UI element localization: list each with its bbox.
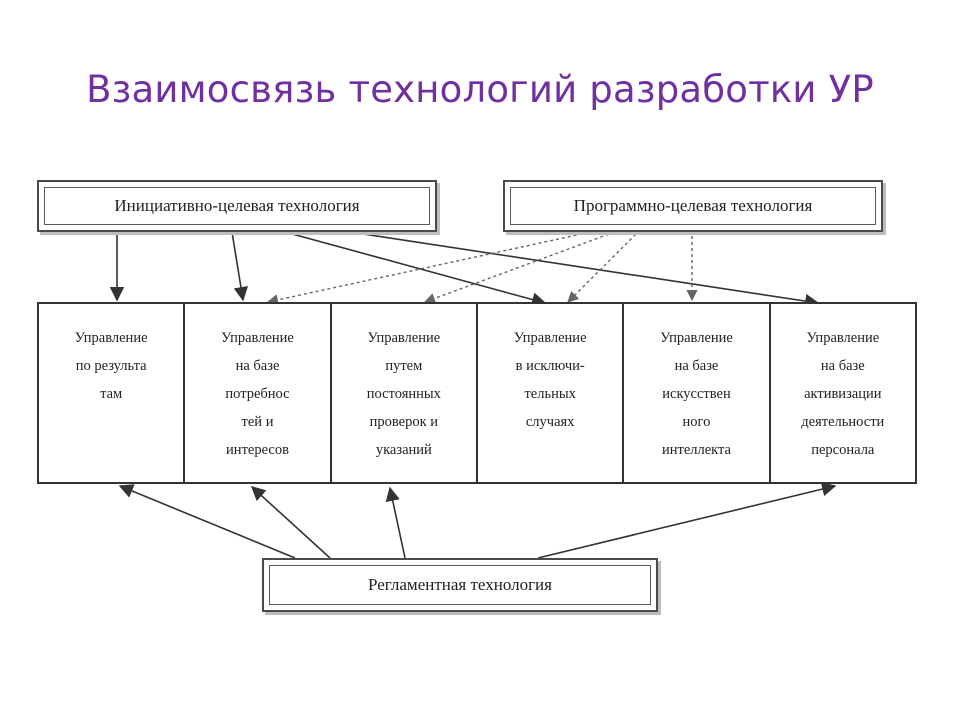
cell-line: на базе: [674, 358, 719, 374]
cell-exceptions: Управление в исключи- тельных случаях: [478, 304, 625, 482]
regulatory-technology-label: Регламентная технология: [269, 565, 651, 605]
cell-line: интересов: [226, 442, 289, 458]
cell-line: Управление: [221, 330, 294, 346]
initiative-target-technology-box: Инициативно-целевая технология: [37, 180, 437, 232]
cell-line: Управление: [74, 330, 148, 346]
cell-line: на базе: [820, 358, 865, 374]
cell-checks-instructions: Управление путем постоянных проверок и у…: [332, 304, 478, 482]
cell-artificial-intelligence: Управление на базе искусствен ного интел…: [624, 304, 771, 482]
cell-line: Управление: [367, 330, 441, 346]
cell-line: искусствен: [662, 386, 731, 402]
regulatory-technology-box: Регламентная технология: [262, 558, 658, 612]
arrow-initiative-to-exceptions: [284, 231, 547, 307]
cell-line: ного: [682, 414, 711, 430]
arrow-program-to-needs: [266, 229, 601, 306]
cell-line: тельных: [524, 386, 576, 402]
cell-line: на базе: [235, 358, 280, 374]
cell-line: интеллекта: [661, 442, 731, 458]
slide-title: Взаимосвязь технологий разработки УР: [86, 68, 874, 111]
cell-line: Управление: [660, 330, 733, 346]
cell-line: случаях: [525, 414, 575, 430]
program-target-technology-box: Программно-целевая технология: [503, 180, 883, 232]
cell-line: путем: [385, 358, 423, 374]
arrow-initiative-to-needs: [231, 231, 249, 302]
arrow-regulatory-to-needs: [250, 486, 331, 559]
cell-line: деятельности: [801, 414, 885, 430]
cell-line: по результа: [75, 358, 147, 374]
program-target-technology-label: Программно-целевая технология: [510, 187, 876, 225]
cell-staff-activation: Управление на базе активизации деятельно…: [771, 304, 915, 482]
cell-line: указаний: [375, 442, 432, 458]
management-methods-row: Управление по результа там Управление на…: [37, 302, 917, 484]
cell-line: в исключи-: [515, 358, 585, 374]
cell-line: Управление: [806, 330, 880, 346]
cell-line: проверок и: [369, 414, 439, 430]
initiative-target-technology-label: Инициативно-целевая технология: [44, 187, 430, 225]
arrow-program-to-exceptions: [567, 229, 641, 303]
arrow-regulatory-to-checks: [385, 486, 406, 559]
cell-line: Управление: [513, 330, 587, 346]
cell-line: постоянных: [366, 386, 441, 402]
cell-results: Управление по результа там: [39, 304, 186, 482]
arrow-initiative-to-staff: [349, 231, 820, 309]
cell-line: там: [100, 386, 123, 402]
cell-needs-interests: Управление на базе потребнос тей и интер…: [185, 304, 332, 482]
arrow-regulatory-to-staff: [537, 482, 837, 559]
cell-line: персонала: [811, 442, 875, 458]
arrow-program-to-checks: [423, 229, 621, 304]
cell-line: активизации: [804, 386, 882, 402]
cell-line: потребнос: [225, 386, 290, 402]
arrow-regulatory-to-results: [118, 484, 296, 559]
cell-line: тей и: [241, 414, 274, 430]
